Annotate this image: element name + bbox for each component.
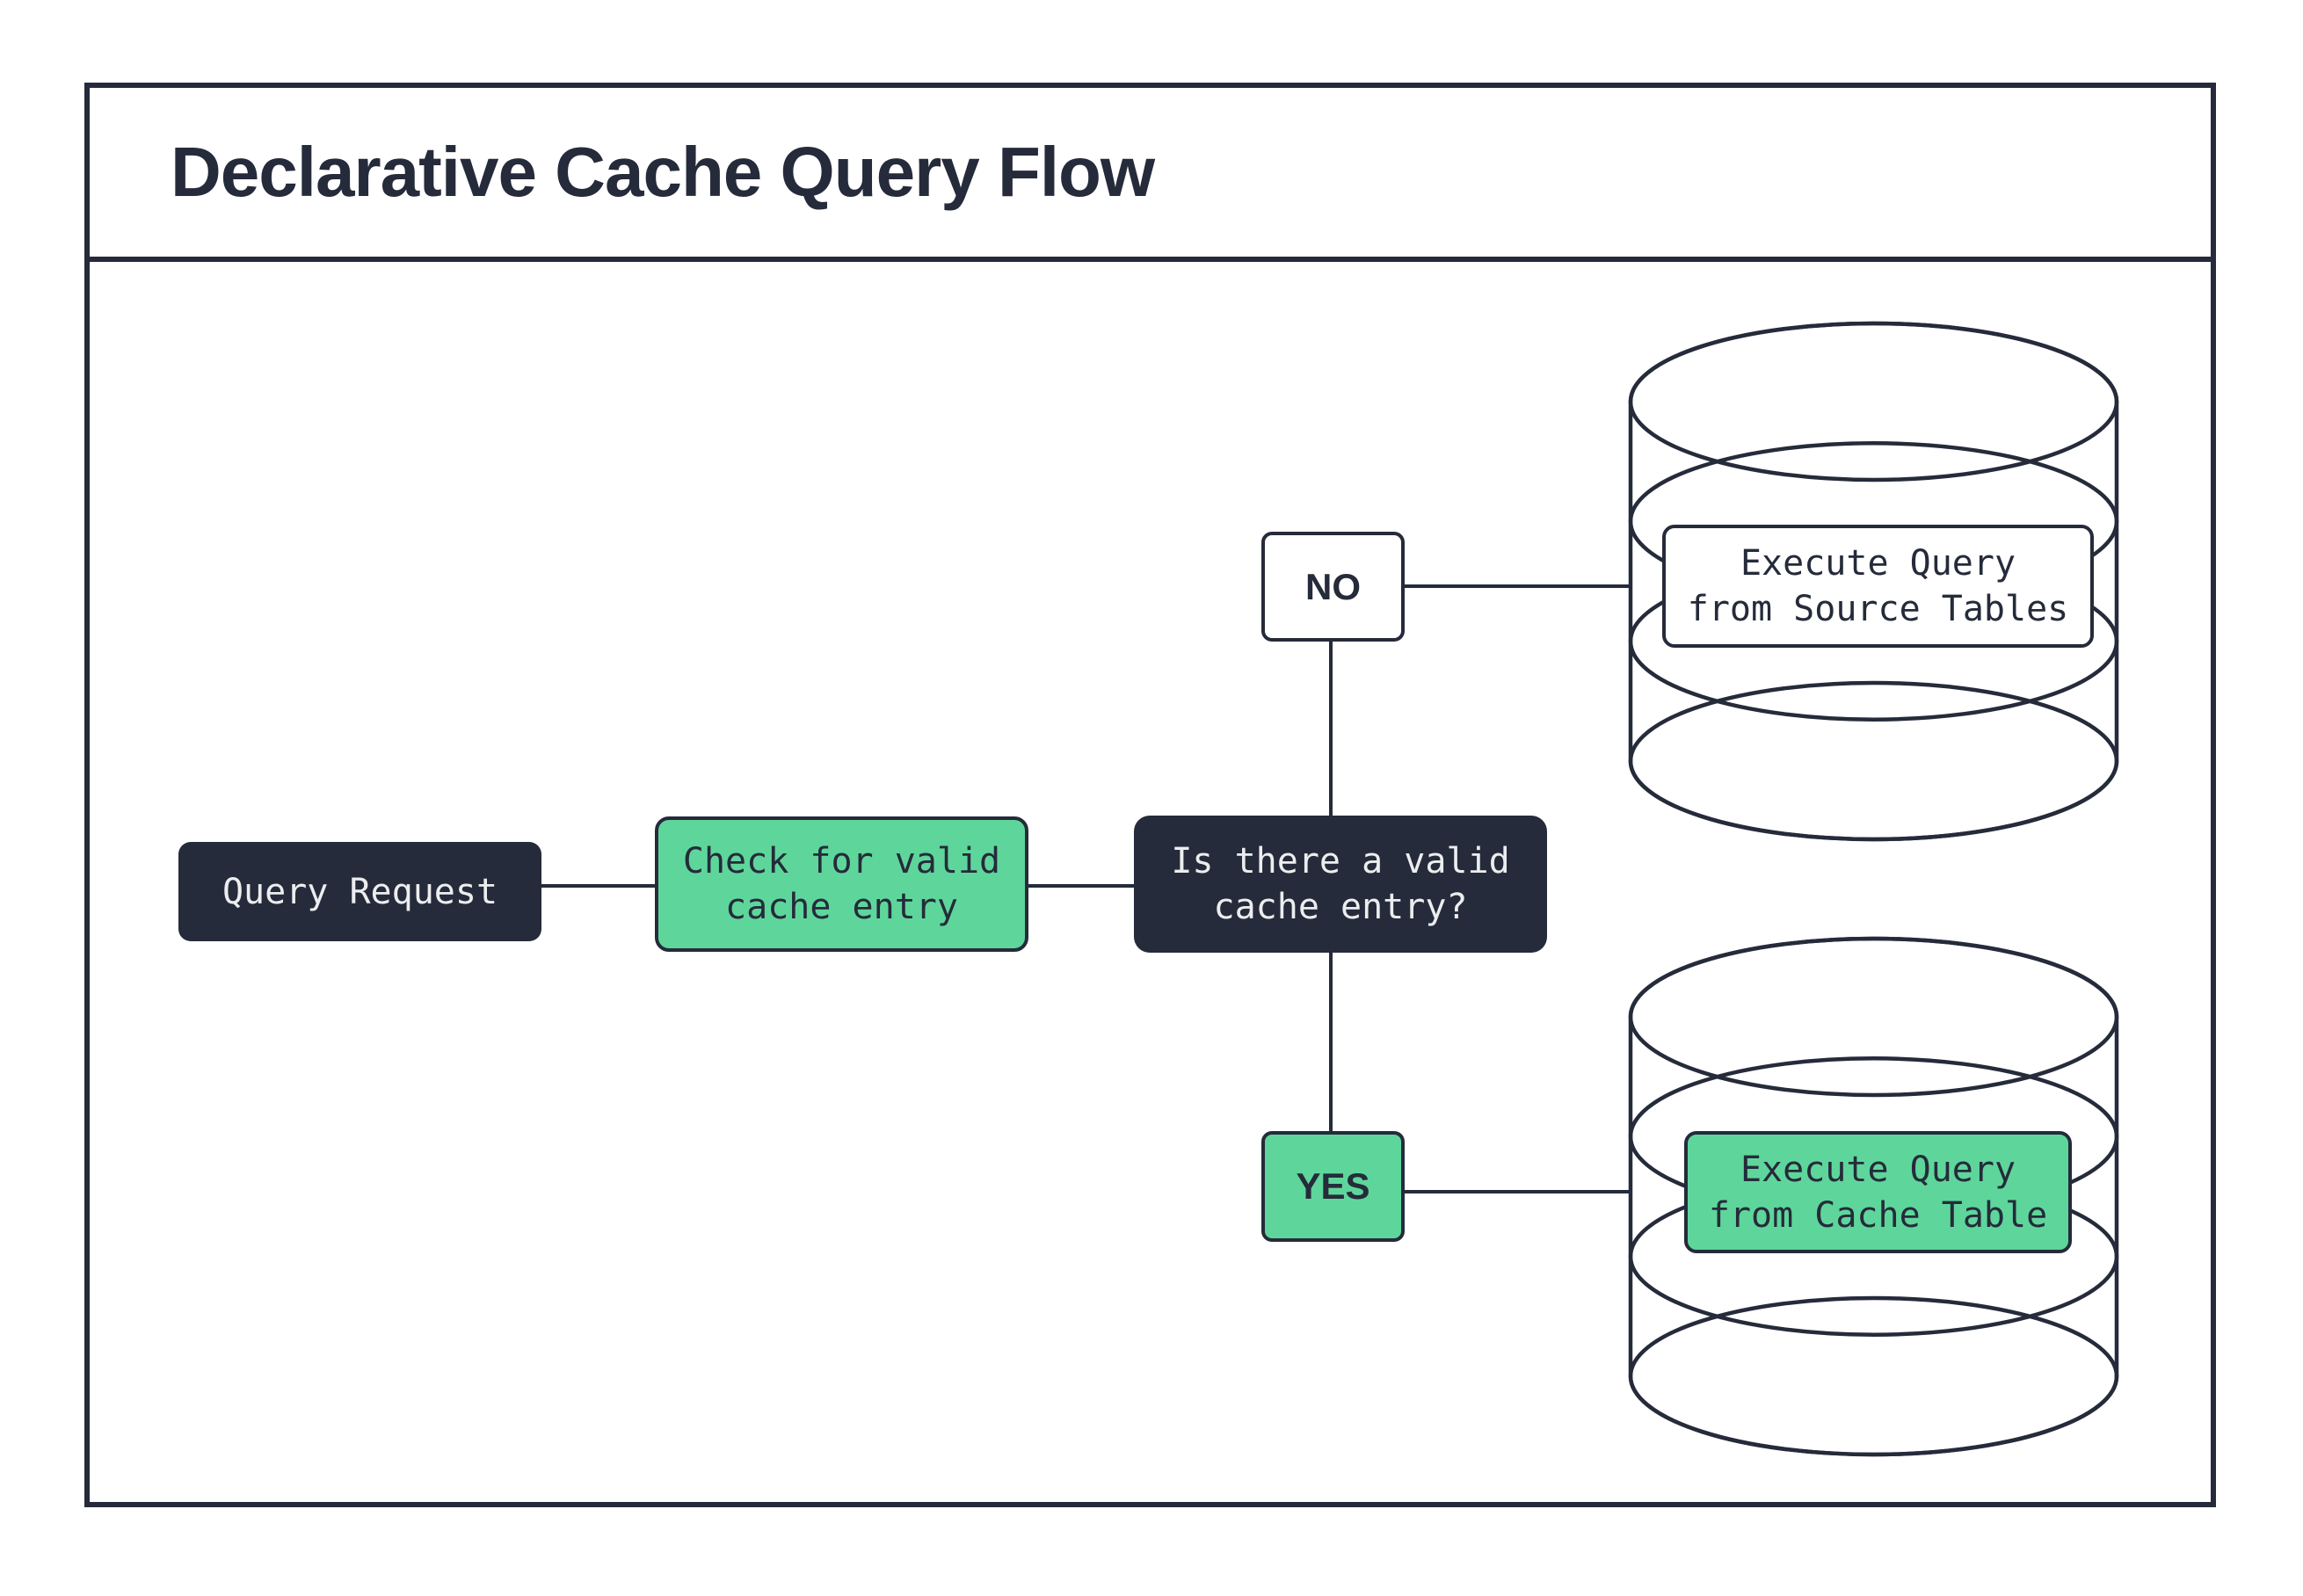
node-execute-source-tables: Execute Query from Source Tables [1662, 525, 2094, 648]
edge-label-no-text: NO [1305, 565, 1361, 607]
edge-label-no: NO [1261, 532, 1405, 642]
edge-label-yes-text: YES [1296, 1165, 1370, 1207]
edge-yes-to-cache-db [1403, 1190, 1631, 1193]
node-check-cache-label: Check for valid cache entry [682, 841, 1001, 927]
diagram-title: Declarative Cache Query Flow [171, 133, 1155, 211]
diagram-frame: Declarative Cache Query Flow [84, 83, 2216, 1507]
node-execute-source-label: Execute Query from Source Tables [1687, 543, 2069, 629]
node-execute-cache-table: Execute Query from Cache Table [1684, 1131, 2072, 1253]
edge-request-to-check [540, 884, 657, 888]
edge-no-to-source-db [1403, 584, 1631, 588]
edge-decision-to-no [1329, 640, 1333, 817]
edge-decision-to-yes [1329, 951, 1333, 1133]
diagram-header: Declarative Cache Query Flow [90, 88, 2211, 262]
edge-label-yes: YES [1261, 1131, 1405, 1242]
node-query-request: Query Request [178, 842, 541, 941]
node-execute-cache-label: Execute Query from Cache Table [1708, 1149, 2048, 1236]
node-decision-valid-cache: Is there a valid cache entry? [1134, 816, 1547, 953]
node-decision-label: Is there a valid cache entry? [1171, 841, 1510, 927]
node-query-request-label: Query Request [222, 871, 498, 912]
edge-check-to-decision [1027, 884, 1136, 888]
node-check-cache: Check for valid cache entry [655, 816, 1028, 952]
